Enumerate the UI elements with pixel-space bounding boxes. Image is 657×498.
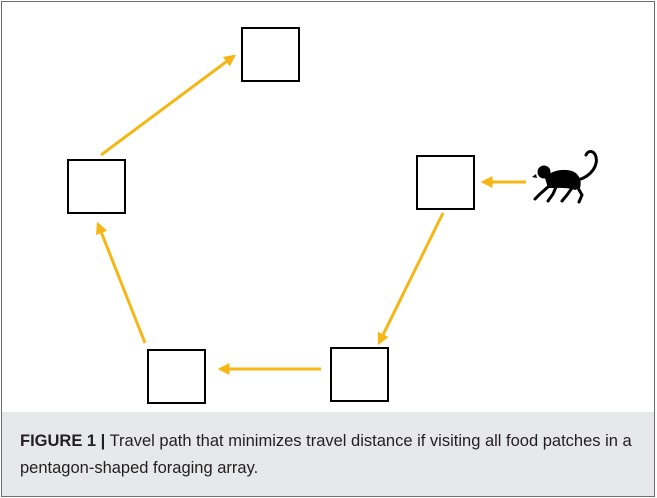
- patch-left: [67, 159, 126, 214]
- foraging-diagram: [67, 27, 598, 404]
- caption-text: Travel path that minimizes travel distan…: [20, 432, 632, 477]
- patch-bottom-right: [330, 347, 389, 402]
- patch-top: [241, 27, 300, 82]
- patch-right: [416, 155, 475, 210]
- arrow-bottom-left-to-left: [95, 221, 147, 344]
- arrow-left-to-top: [100, 54, 236, 157]
- caption-box: [1, 412, 655, 497]
- figure-caption: FIGURE 1 | Travel path that minimizes tr…: [20, 428, 640, 482]
- patch-bottom-left: [147, 349, 206, 404]
- monkey-icon: [532, 150, 598, 204]
- figure-label: FIGURE 1 |: [20, 432, 106, 450]
- arrow-right-to-bottom-right: [377, 212, 445, 346]
